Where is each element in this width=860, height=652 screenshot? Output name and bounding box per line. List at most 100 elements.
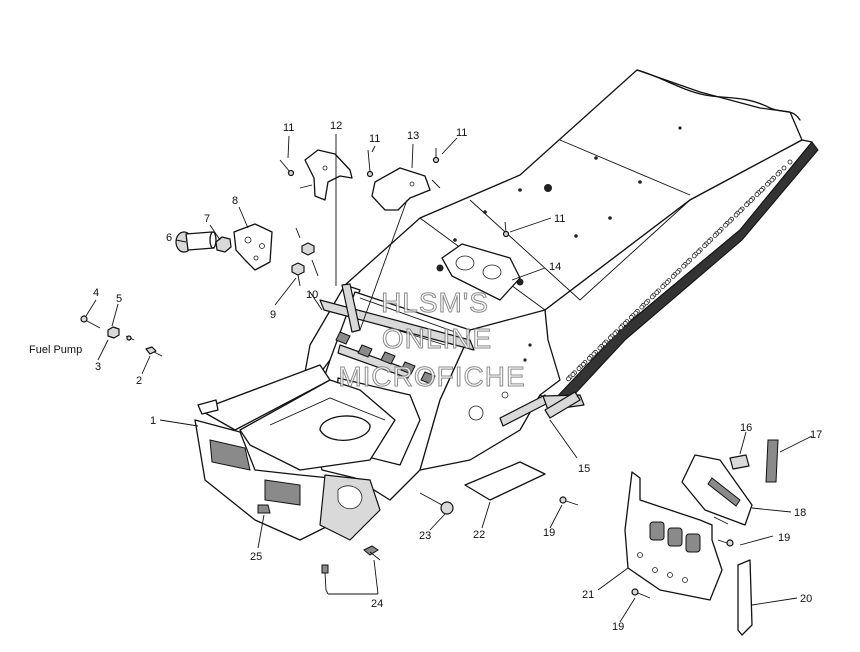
perforation-hole [612,331,618,337]
perforation-hole [702,243,708,249]
callout-2: 2 [136,375,142,387]
perforation-hole [754,192,760,197]
perforation-hole [628,314,634,320]
perforation-hole [727,218,733,224]
perforation-hole [654,290,660,296]
part-11-screw-a[interactable] [279,159,295,177]
perforation-hole [706,238,712,244]
part-9-bolt[interactable] [291,262,305,287]
part-21-shield[interactable] [624,471,723,601]
part-8-bracket[interactable] [233,223,273,271]
perforation-hole [643,300,649,306]
part-7-nut[interactable] [215,236,232,253]
perforation-hole [748,198,754,203]
part-22-plate[interactable] [464,461,546,501]
crossbar-bolts [335,331,436,385]
callout-5: 5 [116,293,122,305]
perforation-hole [633,310,639,316]
perforation-hole [681,263,687,269]
perforation-hole [639,304,645,310]
callout-21: 21 [582,589,594,601]
perforation-hole [566,376,571,382]
perforation-hole [618,325,624,331]
perforation-hole [775,171,781,177]
callout-11-b: 11 [369,133,380,145]
fuel-pump-note: Fuel Pump [29,344,82,356]
callout-3: 3 [95,361,101,373]
callout-23: 23 [419,530,431,542]
perforation-hole [591,351,597,357]
callout-19-b: 19 [778,532,790,544]
perforation-hole [570,372,576,377]
part-18-bracket[interactable] [681,454,753,526]
part-23-bushing[interactable] [419,492,454,515]
callout-16: 16 [740,422,752,434]
part-16-block[interactable] [729,454,750,470]
perforation-hole [744,202,749,208]
part-10-nut[interactable] [295,227,319,277]
perforation-hole [587,355,592,361]
callout-20: 20 [800,593,812,605]
perforation-hole [581,361,586,367]
perforation-hole [602,341,607,347]
part-19-screw-b[interactable] [717,539,734,547]
perforation-hole [787,159,793,165]
callout-11-c: 11 [456,127,467,139]
perforation-hole [717,228,722,234]
part-3-clip[interactable] [125,335,135,341]
perforation-hole [576,366,582,371]
part-12-bracket[interactable] [304,149,353,201]
part-17-strap[interactable] [765,439,779,483]
perforation-hole [608,335,613,341]
callout-17: 17 [810,429,822,441]
perforation-hole [733,212,739,218]
perforation-hole [649,294,655,300]
part-20-strip[interactable] [737,559,753,636]
perforation-hole [691,253,697,259]
part-15-rod[interactable] [544,391,581,419]
perforation-hole [660,284,666,290]
perforation-hole [712,232,718,238]
part-19-screw-c[interactable] [631,588,651,599]
perforation-hole [670,273,676,279]
part-11-screw-c[interactable] [432,148,440,164]
part-13-bracket[interactable] [371,167,431,211]
part-6-bushing[interactable] [175,231,217,253]
perforation-hole [769,177,775,183]
part-25-clamp[interactable] [257,504,271,514]
tunnel-perforations [566,159,793,382]
callout-7: 7 [204,213,210,225]
callout-11-a: 11 [283,122,294,134]
part-14-plate[interactable] [441,243,521,301]
part-24-bolts[interactable] [321,545,381,591]
callout-10: 10 [306,289,318,301]
part-2-bolt[interactable] [145,346,163,357]
callout-11-d: 11 [554,213,565,225]
perforation-hole [685,259,691,265]
callout-15: 15 [578,463,590,475]
callout-9: 9 [270,309,276,321]
perforation-hole [781,165,787,171]
perforation-hole [664,279,670,285]
callout-19-c: 19 [612,621,624,633]
steering-crossbar [319,299,475,351]
callout-22: 22 [473,529,485,541]
perforation-hole [696,249,702,255]
perforation-hole [738,208,743,214]
part-11-screw-d[interactable] [502,221,510,238]
callout-12: 12 [330,120,342,132]
callout-24: 24 [371,598,383,610]
part-5-washer[interactable] [107,326,120,339]
perforation-hole [675,269,681,275]
callout-labels: 1 2 3 4 5 6 7 8 9 10 11 11 11 11 12 13 1… [29,120,822,633]
part-11-screw-b[interactable] [366,149,374,178]
watermark-line-2: ONLINE [382,323,492,354]
watermark: HLSM'S ONLINE MICROFICHE [338,287,525,393]
callout-8: 8 [232,195,238,207]
callout-18: 18 [794,507,806,519]
perforation-hole [723,222,728,228]
watermark-line-3: MICROFICHE [338,361,525,392]
part-19-screw-a[interactable] [559,496,579,506]
part-4-screw[interactable] [80,315,101,329]
